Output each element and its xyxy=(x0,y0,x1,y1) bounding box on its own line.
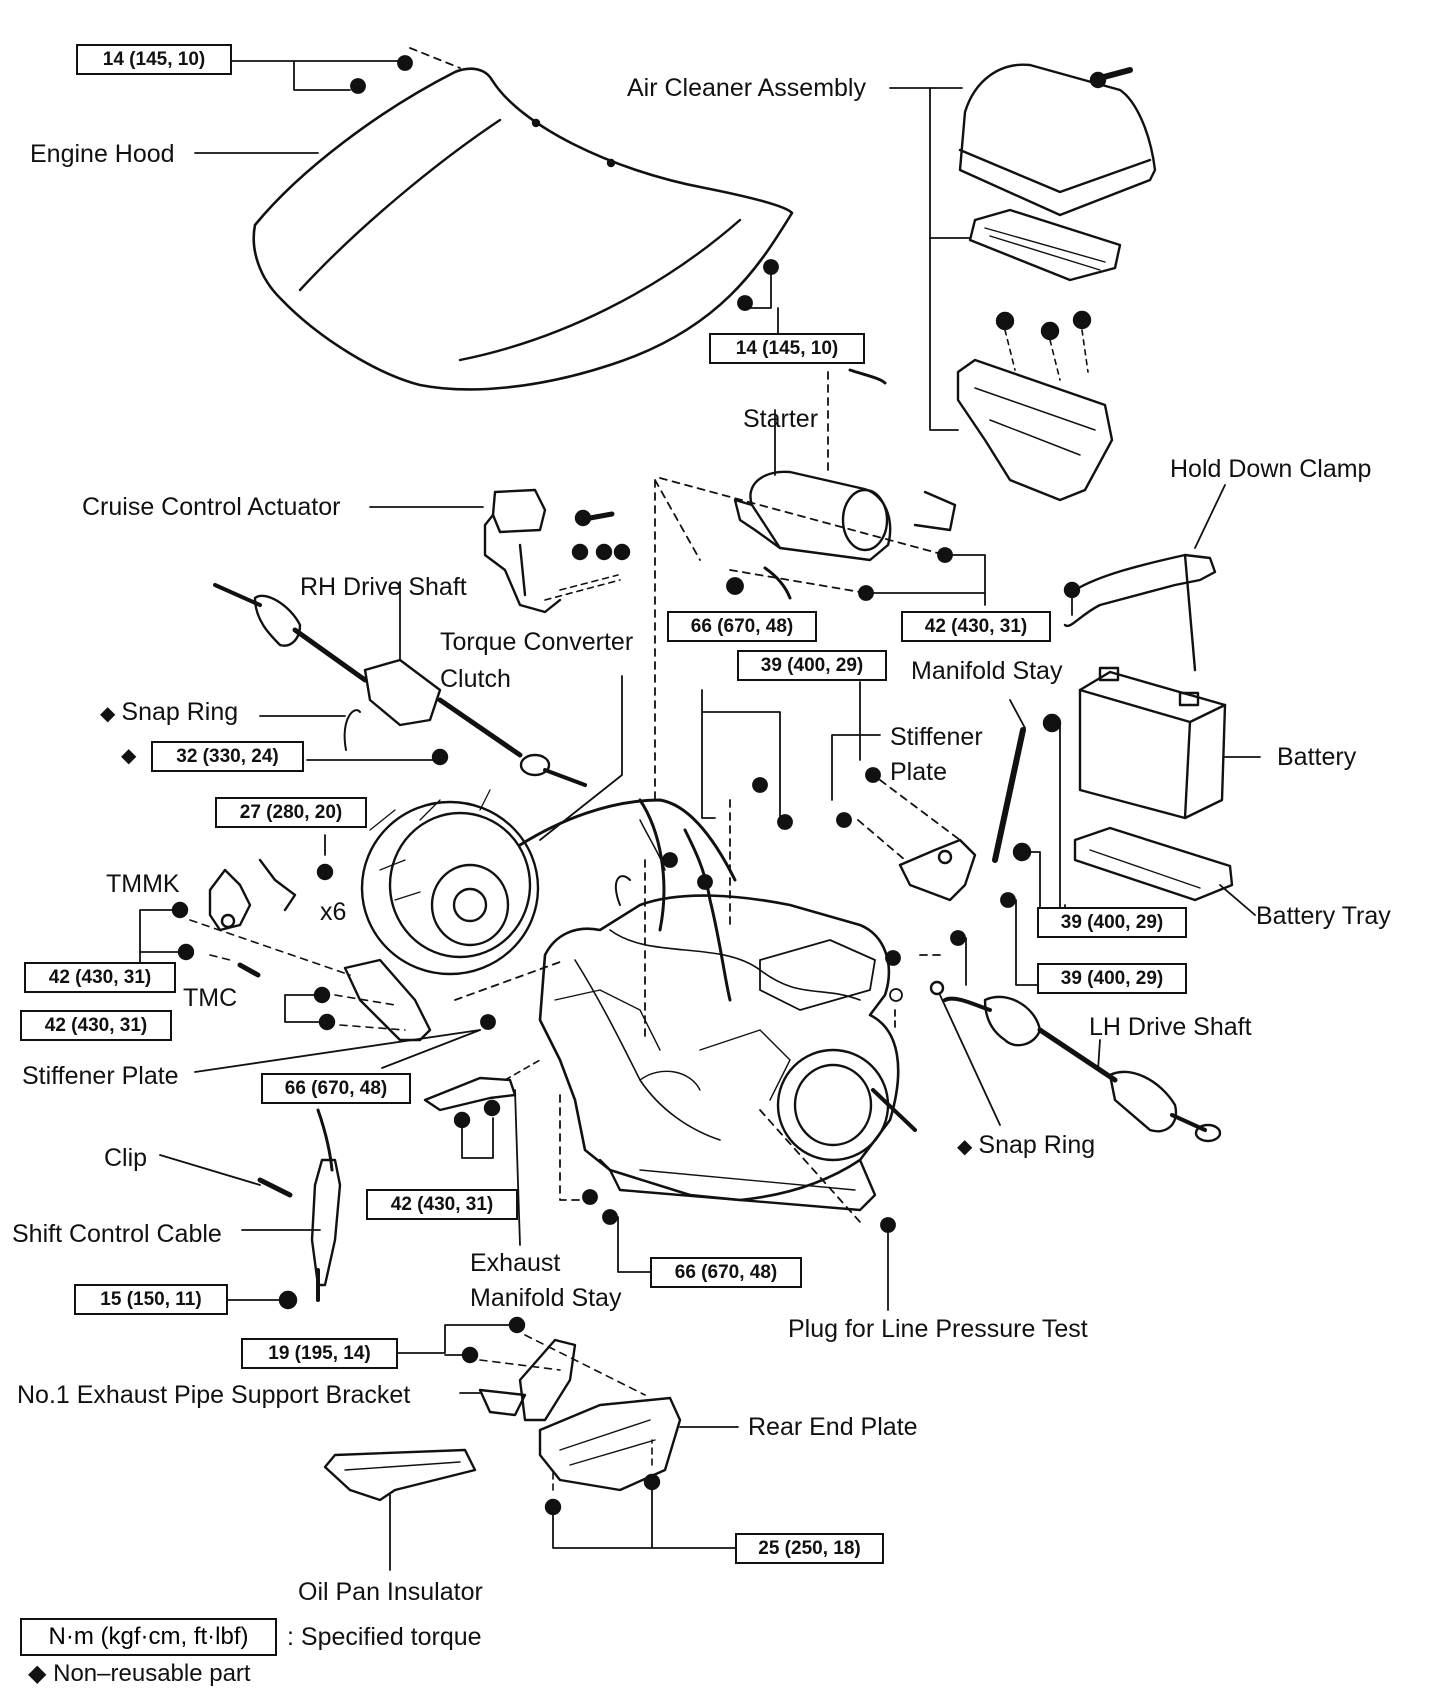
label-stiffener-plate-right-line2: Plate xyxy=(890,758,947,786)
label-clip: Clip xyxy=(104,1144,148,1172)
stiffener-plate-right-drawing xyxy=(898,838,977,902)
rh-drive-shaft-drawing xyxy=(213,581,587,787)
label-rh-drive-shaft: RH Drive Shaft xyxy=(300,573,467,601)
label-rear-end-plate: Rear End Plate xyxy=(748,1413,918,1441)
label-exhaust-manifold-stay-line2: Manifold Stay xyxy=(470,1284,622,1312)
oil-pan-insulator-drawing xyxy=(323,1448,477,1571)
transaxle-drawing xyxy=(518,798,917,1212)
battery-drawing xyxy=(1078,666,1261,820)
torque-box-snap-ring-bolt: 32 (330, 24) xyxy=(151,741,304,772)
label-air-cleaner-assembly: Air Cleaner Assembly xyxy=(627,74,866,102)
tmmk-bracket-drawing xyxy=(139,858,351,984)
torque-box-stiffener-lower: 39 (400, 29) xyxy=(1037,963,1187,994)
label-stiffener-plate-right-line1: Stiffener xyxy=(890,723,983,751)
torque-box-tmmk-bolt: 42 (430, 31) xyxy=(24,962,176,993)
torque-converter-drawing xyxy=(316,675,623,976)
manifold-stay-drawing xyxy=(992,699,1062,863)
cruise-control-actuator-drawing xyxy=(369,488,631,614)
engine-hood-drawing xyxy=(252,67,794,391)
exhaust-pipe-support-bracket-drawing xyxy=(397,1316,646,1422)
legend-unit-description: : Specified torque xyxy=(287,1623,482,1651)
label-oil-pan-insulator: Oil Pan Insulator xyxy=(298,1578,483,1606)
tmc-bracket-drawing xyxy=(284,958,432,1042)
non-reusable-diamond-icon: ◆ xyxy=(100,703,116,725)
legend-unit-box: N·m (kgf·cm, ft·lbf) xyxy=(20,1618,277,1656)
torque-box-starter-right: 42 (430, 31) xyxy=(901,611,1051,642)
air-cleaner-drawing xyxy=(956,63,1157,502)
label-cruise-control-actuator: Cruise Control Actuator xyxy=(82,493,341,521)
label-lh-drive-shaft: LH Drive Shaft xyxy=(1089,1013,1252,1041)
torque-box-manifold-stay-bolt: 39 (400, 29) xyxy=(1037,907,1187,938)
torque-box-tmc-bolt: 42 (430, 31) xyxy=(20,1010,172,1041)
torque-box-rear-plate: 25 (250, 18) xyxy=(735,1533,884,1564)
legend-non-reusable: ◆ Non–reusable part xyxy=(28,1660,251,1687)
label-torque-converter-clutch-line2: Clutch xyxy=(440,665,511,693)
rear-end-plate-drawing xyxy=(538,1396,739,1549)
torque-box-converter-bolts: 27 (280, 20) xyxy=(215,797,367,828)
label-snap-ring-rh: ◆Snap Ring xyxy=(100,698,238,728)
label-battery-tray: Battery Tray xyxy=(1256,902,1391,930)
label-hold-down-clamp: Hold Down Clamp xyxy=(1170,455,1372,483)
starter-drawing xyxy=(733,368,957,562)
battery-tray-drawing xyxy=(1073,826,1256,916)
transaxle-fasteners xyxy=(559,479,903,1311)
label-tmc: TMC xyxy=(183,984,238,1012)
torque-box-lower-bolts: 66 (670, 48) xyxy=(650,1257,802,1288)
torque-box-starter-left: 66 (670, 48) xyxy=(667,611,817,642)
non-reusable-diamond-icon: ◆ xyxy=(957,1136,973,1158)
torque-box-hood-bolts: 14 (145, 10) xyxy=(76,44,232,75)
torque-box-stiffener-upper: 39 (400, 29) xyxy=(737,650,887,681)
exhaust-manifold-stay-drawing xyxy=(423,1059,541,1246)
hold-down-clamp-drawing xyxy=(1063,484,1226,672)
label-snap-ring-lh: ◆Snap Ring xyxy=(957,1131,1095,1161)
lh-drive-shaft-drawing xyxy=(929,980,1222,1143)
label-manifold-stay: Manifold Stay xyxy=(911,657,1063,685)
label-starter: Starter xyxy=(743,405,819,433)
label-exhaust-pipe-support-bracket: No.1 Exhaust Pipe Support Bracket xyxy=(17,1381,411,1409)
label-torque-converter-clutch-line1: Torque Converter xyxy=(440,628,634,656)
label-plug-line-pressure-test: Plug for Line Pressure Test xyxy=(788,1315,1088,1343)
label-exhaust-manifold-stay-line1: Exhaust xyxy=(470,1249,561,1277)
torque-box-snap-ring-bolt-text: 32 (330, 24) xyxy=(176,746,279,767)
label-tmmk: TMMK xyxy=(106,870,180,898)
label-engine-hood: Engine Hood xyxy=(30,140,175,168)
torque-box-exhaust-bracket: 19 (195, 14) xyxy=(241,1338,398,1369)
torque-box-shift-cable: 15 (150, 11) xyxy=(74,1284,228,1315)
label-x6: x6 xyxy=(320,898,347,926)
torque-box-air-cleaner-bolts: 14 (145, 10) xyxy=(709,333,865,364)
label-battery: Battery xyxy=(1277,743,1357,771)
label-stiffener-plate-left: Stiffener Plate xyxy=(22,1062,179,1090)
shift-control-cable-drawing xyxy=(159,1108,342,1310)
snap-ring-rh-text: Snap Ring xyxy=(121,698,239,726)
snap-ring-bolt-diamond-icon: ◆ xyxy=(121,745,137,767)
torque-box-exhaust-stay: 42 (430, 31) xyxy=(366,1189,518,1220)
label-shift-control-cable: Shift Control Cable xyxy=(12,1220,222,1248)
torque-box-left-mount: 66 (670, 48) xyxy=(261,1073,411,1104)
snap-ring-lh-text: Snap Ring xyxy=(978,1131,1096,1159)
